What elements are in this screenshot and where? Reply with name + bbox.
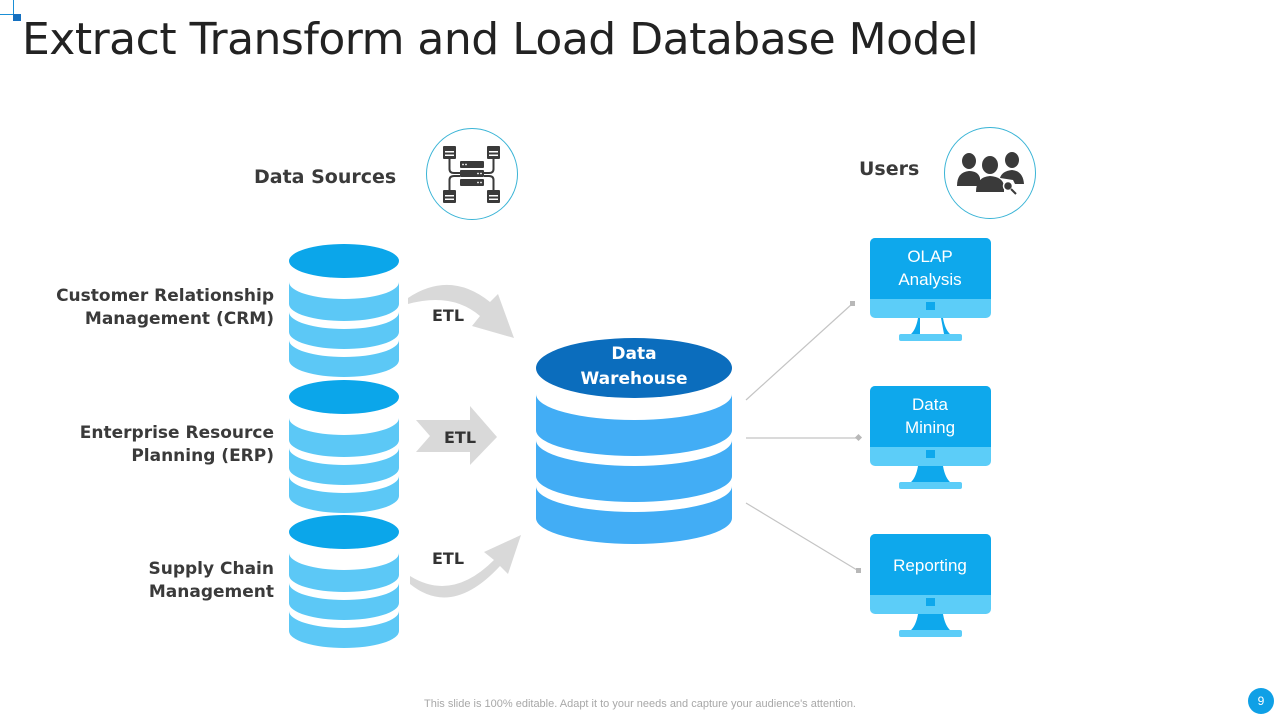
data-warehouse-database	[536, 338, 732, 544]
source-database-scm	[289, 515, 399, 648]
output-label-mining: Data Mining	[870, 393, 990, 439]
source-label-scm: Supply Chain Management	[34, 558, 275, 604]
cylinder-band	[289, 312, 399, 349]
etl-label-scm: ETL	[432, 549, 465, 568]
source-label-line1: Customer Relationship	[56, 286, 274, 306]
warehouse-band	[536, 486, 732, 544]
corner-marker-horizontal	[0, 14, 20, 15]
cylinder-band	[289, 448, 399, 485]
connector-end-olap	[850, 301, 855, 306]
cylinder-band	[289, 611, 399, 648]
output-label-line2: Mining	[904, 418, 956, 437]
warehouse-band	[536, 394, 732, 456]
footer-note: This slide is 100% editable. Adapt it to…	[424, 698, 856, 710]
source-label-line2: Management	[148, 582, 274, 602]
cylinder-top	[289, 380, 399, 414]
warehouse-label-line1: Data	[611, 344, 657, 364]
etl-label-crm: ETL	[432, 306, 465, 325]
etl-arrow-curved-up	[410, 535, 521, 598]
source-label-line2: Planning (ERP)	[131, 446, 274, 466]
cylinder-band	[289, 418, 399, 457]
output-label-line1: Reporting	[893, 556, 967, 575]
corner-marker-square	[13, 14, 21, 21]
source-label-erp: Enterprise Resource Planning (ERP)	[34, 422, 274, 468]
source-label-crm: Customer Relationship Management (CRM)	[34, 285, 274, 331]
output-data-mining: Data Mining	[870, 386, 990, 447]
output-olap: OLAP Analysis	[870, 238, 990, 299]
cylinder-band	[289, 340, 399, 377]
cylinder-band	[289, 583, 399, 620]
server-network-icon	[443, 146, 500, 203]
monitor-reporting	[870, 534, 991, 637]
data-sources-icon-circle	[426, 128, 518, 220]
users-icon-circle	[944, 127, 1036, 219]
users-group-icon	[957, 152, 1024, 195]
cylinder-top	[289, 244, 399, 278]
source-label-line1: Supply Chain	[148, 559, 275, 579]
connector-end-reporting	[856, 568, 861, 573]
source-label-line2: Management (CRM)	[84, 309, 274, 329]
etl-arrow-curved-down	[408, 284, 514, 338]
data-sources-heading: Data Sources	[254, 166, 397, 188]
output-label-line1: Data	[912, 395, 948, 414]
warehouse-label-line2: Warehouse	[580, 369, 688, 389]
slide-title: Extract Transform and Load Database Mode…	[22, 14, 979, 65]
monitor-data-mining	[870, 386, 991, 489]
source-database-erp	[289, 380, 399, 513]
warehouse-label: Data Warehouse	[536, 342, 732, 392]
connector-line-reporting	[745, 502, 858, 571]
users-heading: Users	[859, 158, 920, 180]
etl-arrow-straight	[416, 406, 497, 465]
cylinder-band	[289, 553, 399, 592]
output-label-olap: OLAP Analysis	[870, 245, 990, 291]
cylinder-band	[289, 282, 399, 321]
warehouse-band	[536, 440, 732, 502]
output-label-line2: Analysis	[898, 270, 962, 289]
output-reporting: Reporting	[870, 534, 990, 595]
monitor-olap	[870, 238, 991, 341]
source-label-line1: Enterprise Resource	[79, 423, 274, 443]
source-database-crm	[289, 244, 399, 377]
corner-marker-vertical	[13, 0, 14, 18]
output-label-line1: OLAP	[907, 247, 953, 266]
connector-line-olap	[745, 303, 853, 401]
cylinder-top	[289, 515, 399, 549]
etl-label-erp: ETL	[444, 428, 477, 447]
warehouse-top	[536, 338, 732, 398]
connector-end-mining	[854, 433, 863, 442]
cylinder-band	[289, 476, 399, 513]
page-number-badge: 9	[1248, 688, 1274, 714]
output-label-reporting: Reporting	[870, 554, 990, 577]
